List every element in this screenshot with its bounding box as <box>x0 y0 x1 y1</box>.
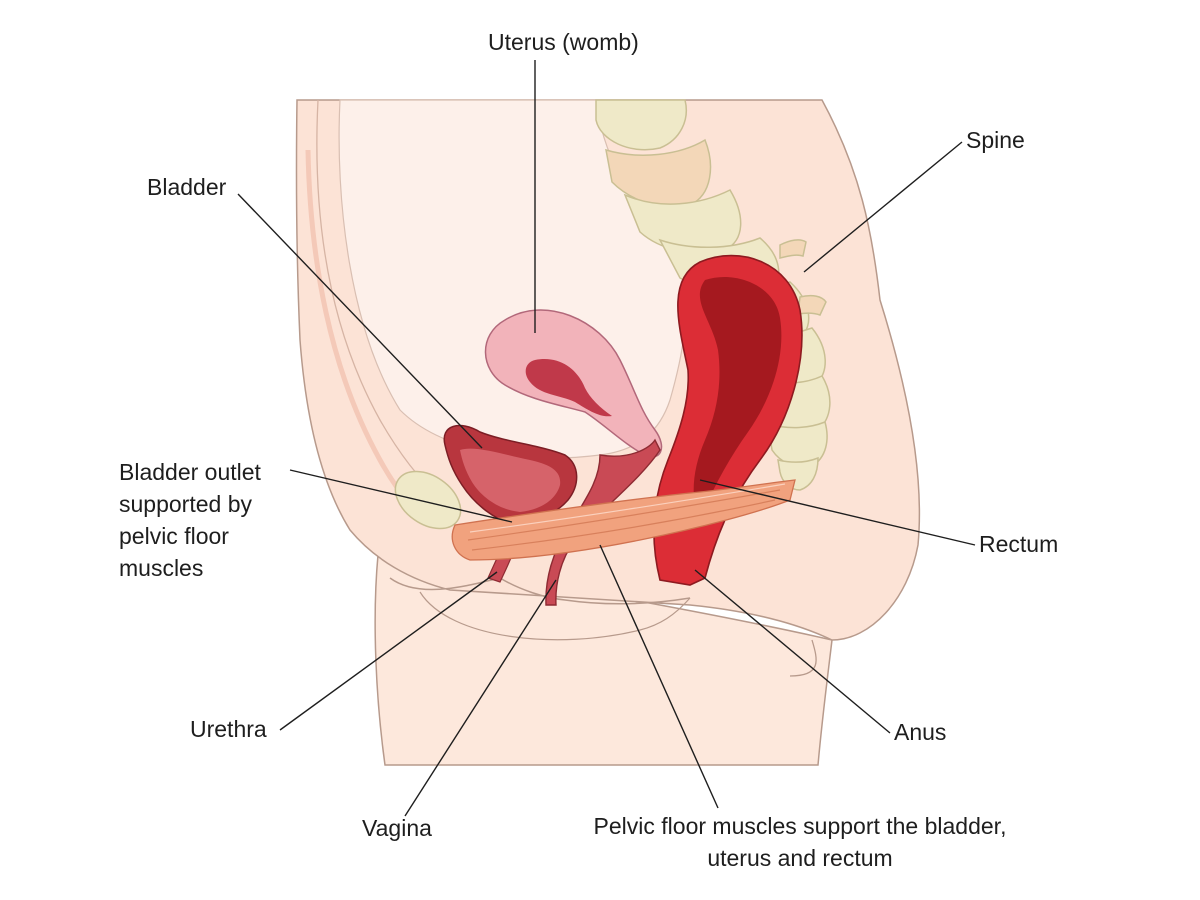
label-pelvic-floor: Pelvic floor muscles support the bladder… <box>593 813 1007 871</box>
label-bladder: Bladder <box>147 174 227 200</box>
pubic-bone <box>394 470 462 530</box>
pelvic-floor-muscles <box>451 479 796 561</box>
label-anus: Anus <box>894 719 947 745</box>
leader-anus <box>694 569 891 734</box>
leader-bladder-outlet <box>289 469 513 523</box>
labia-outline <box>419 591 691 641</box>
perineum-outline <box>389 577 691 605</box>
leader-rectum <box>699 479 976 546</box>
leader-bladder <box>237 193 483 449</box>
leader-vagina <box>404 579 557 817</box>
label-urethra: Urethra <box>190 716 267 742</box>
buttock-crease <box>789 639 817 677</box>
leader-lines <box>237 60 976 817</box>
bladder <box>443 424 578 526</box>
label-uterus: Uterus (womb) <box>488 29 639 55</box>
leader-pelvic-floor <box>599 544 719 809</box>
label-bladder-outlet: Bladder outlet supported by pelvic floor… <box>119 459 261 581</box>
label-spine: Spine <box>966 127 1025 153</box>
leader-urethra <box>279 571 498 731</box>
abdominal-wall-line-1 <box>316 99 441 499</box>
label-rectum: Rectum <box>979 531 1059 557</box>
leader-spine <box>803 141 963 273</box>
label-vagina: Vagina <box>362 815 432 841</box>
